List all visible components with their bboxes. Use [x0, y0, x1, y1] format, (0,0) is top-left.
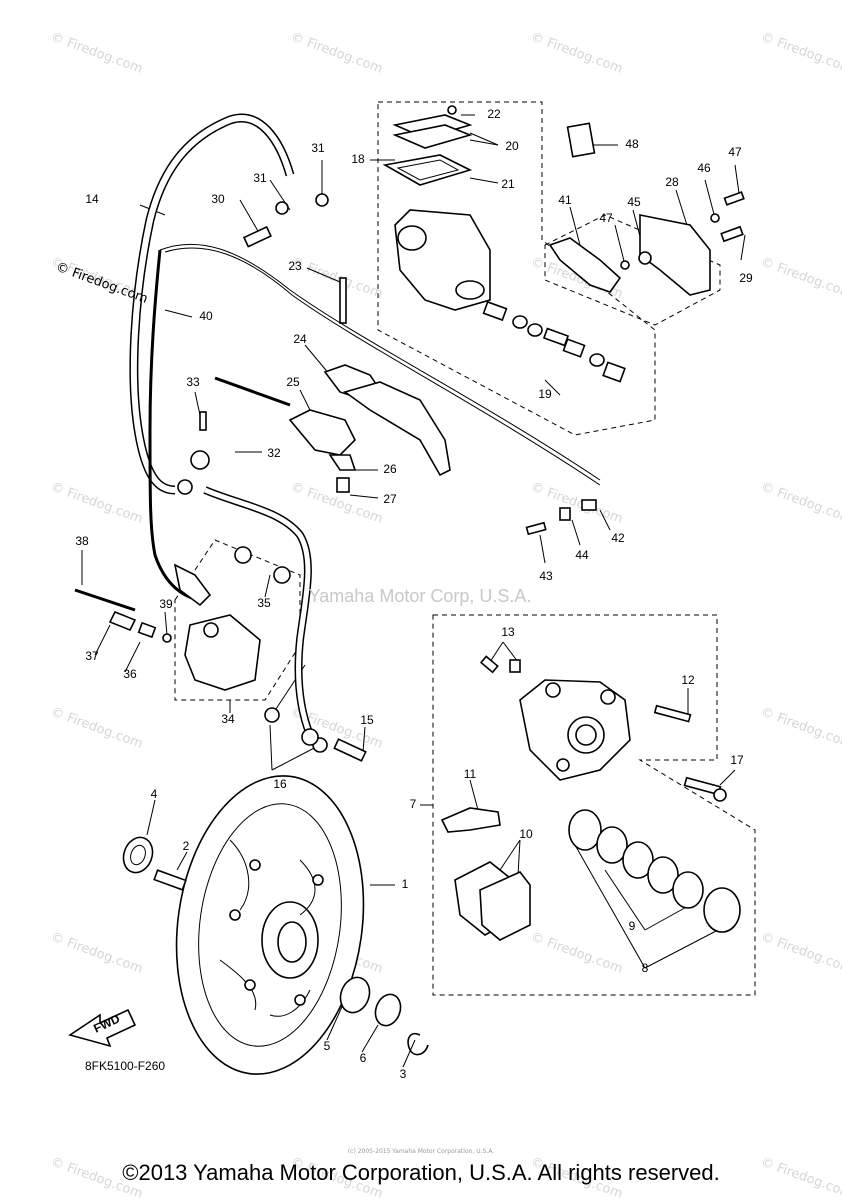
brake-switch-parts — [525, 122, 745, 536]
left-caliper — [74, 193, 367, 762]
callout-37: 37 — [85, 649, 99, 663]
callout-15: 15 — [360, 713, 374, 727]
callout-24: 24 — [293, 332, 307, 346]
callout-31: 31 — [311, 141, 325, 155]
watermark: © Firedog.com — [49, 930, 145, 977]
callout-8: 8 — [642, 961, 649, 975]
callout-2: 2 — [183, 839, 190, 853]
master-cylinder — [214, 105, 626, 493]
callout-41: 41 — [558, 193, 572, 207]
callout-29: 29 — [739, 271, 753, 285]
callout-28: 28 — [665, 175, 679, 189]
callout-47: 47 — [728, 145, 742, 159]
callout-labels: 1234567891011121314151617181920212223242… — [75, 107, 753, 1081]
callout-40: 40 — [199, 309, 213, 323]
front-caliper — [440, 655, 741, 941]
watermark: © Firedog.com — [289, 255, 385, 302]
callout-45: 45 — [627, 195, 641, 209]
callout-30: 30 — [211, 192, 225, 206]
callout-38: 38 — [75, 534, 89, 548]
copyright-notice: ©2013 Yamaha Motor Corporation, U.S.A. A… — [122, 1160, 720, 1185]
callout-11: 11 — [464, 767, 477, 781]
callout-44: 44 — [575, 548, 589, 562]
watermark: © Firedog.com — [759, 30, 842, 77]
callout-35: 35 — [257, 596, 271, 610]
callout-21: 21 — [501, 177, 515, 191]
piston-kit — [482, 300, 626, 383]
callout-43: 43 — [539, 569, 553, 583]
callout-47: 47 — [599, 211, 613, 225]
callout-26: 26 — [383, 462, 397, 476]
callout-42: 42 — [611, 531, 625, 545]
watermark: © Firedog.com — [289, 30, 385, 77]
callout-1: 1 — [402, 877, 409, 891]
watermark: © Firedog.com — [529, 30, 625, 77]
watermark: © Firedog.com — [759, 705, 842, 752]
center-watermark: Yamaha Motor Corp, U.S.A. — [309, 586, 532, 606]
watermark: © Firedog.com — [529, 930, 625, 977]
callout-34: 34 — [221, 712, 235, 726]
watermark: © Firedog.com — [759, 930, 842, 977]
brake-hoses — [129, 113, 601, 737]
watermark: © Firedog.com — [49, 480, 145, 527]
callout-13: 13 — [501, 625, 515, 639]
small-credit: (c) 2005-2015 Yamaha Motor Corporation, … — [347, 1148, 495, 1155]
callout-25: 25 — [286, 375, 300, 389]
callout-36: 36 — [123, 667, 137, 681]
watermark: © Firedog.com — [49, 705, 145, 752]
callout-14: 14 — [85, 192, 99, 206]
callout-46: 46 — [697, 161, 711, 175]
callout-17: 17 — [730, 753, 744, 767]
watermark: © Firedog.com — [49, 30, 145, 77]
fwd-arrow-icon: FWD — [68, 1008, 137, 1048]
callout-19: 19 — [538, 387, 552, 401]
callout-9: 9 — [629, 919, 636, 933]
callout-5: 5 — [324, 1039, 331, 1053]
callout-20: 20 — [505, 139, 519, 153]
callout-10: 10 — [519, 827, 533, 841]
callout-6: 6 — [360, 1051, 367, 1065]
callout-39: 39 — [159, 597, 173, 611]
callout-7: 7 — [410, 797, 417, 811]
callout-16: 16 — [273, 777, 287, 791]
callout-12: 12 — [681, 673, 695, 687]
diagram-code: 8FK5100-F260 — [85, 1059, 165, 1073]
callout-23: 23 — [288, 259, 302, 273]
brake-disc — [122, 775, 429, 1075]
callout-4: 4 — [151, 787, 158, 801]
watermark: © Firedog.com — [759, 480, 842, 527]
callout-3: 3 — [400, 1067, 407, 1081]
callout-33: 33 — [186, 375, 200, 389]
watermark: © Firedog.com — [759, 255, 842, 302]
callout-27: 27 — [383, 492, 397, 506]
callout-32: 32 — [267, 446, 281, 460]
callout-31: 31 — [253, 171, 267, 185]
callout-18: 18 — [351, 152, 365, 166]
callout-48: 48 — [625, 137, 639, 151]
watermark: © Firedog.com — [529, 480, 625, 527]
callout-22: 22 — [487, 107, 501, 121]
